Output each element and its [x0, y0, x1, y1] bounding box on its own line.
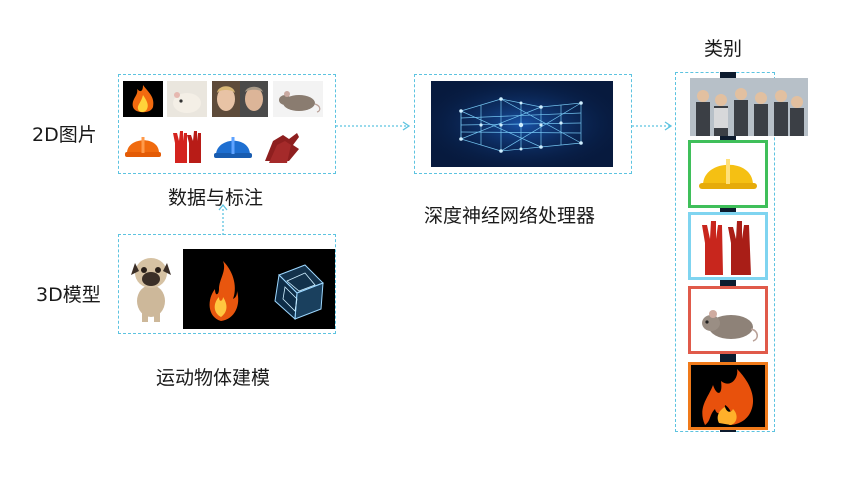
pug-icon [127, 249, 175, 323]
crowd-icon [690, 78, 808, 136]
fireball-icon [209, 261, 239, 321]
frame-corner [758, 140, 768, 150]
mouse-icon [273, 81, 323, 117]
glove-icon [259, 127, 303, 165]
glove-icon [167, 127, 207, 165]
helmet-icon [699, 159, 757, 189]
face-icon [240, 81, 268, 117]
crystal-cube-icon [274, 264, 324, 321]
category-fire [688, 362, 768, 430]
mouse-icon [702, 310, 759, 342]
arrow-to-categories [632, 121, 673, 131]
helmet-icon [211, 127, 255, 165]
category-mouse [688, 286, 768, 354]
hamster-icon [167, 81, 207, 117]
face-icon [212, 81, 240, 117]
data-annotation-caption: 数据与标注 [168, 187, 264, 209]
category-title: 类别 [704, 38, 743, 60]
helmet-icon [123, 127, 163, 165]
network-caption: 深度神经网络处理器 [424, 205, 596, 227]
fire-icon [123, 81, 163, 117]
motion-modeling-caption: 运动物体建模 [156, 367, 271, 389]
row-label-2d: 2D图片 [32, 124, 97, 146]
render-panel [183, 249, 335, 329]
row-label-3d: 3D模型 [36, 284, 101, 306]
category-gloves [688, 212, 768, 280]
frame-corner [758, 198, 768, 208]
fire-icon [702, 369, 754, 425]
arrow-to-network [336, 121, 411, 131]
network-box [414, 74, 632, 174]
category-helmet [688, 140, 768, 208]
arrow-up-connector [218, 203, 228, 235]
motion-models-box [118, 234, 336, 334]
data-images-box [118, 74, 336, 174]
glove-icon [702, 221, 751, 275]
neural-network-icon [431, 81, 613, 167]
